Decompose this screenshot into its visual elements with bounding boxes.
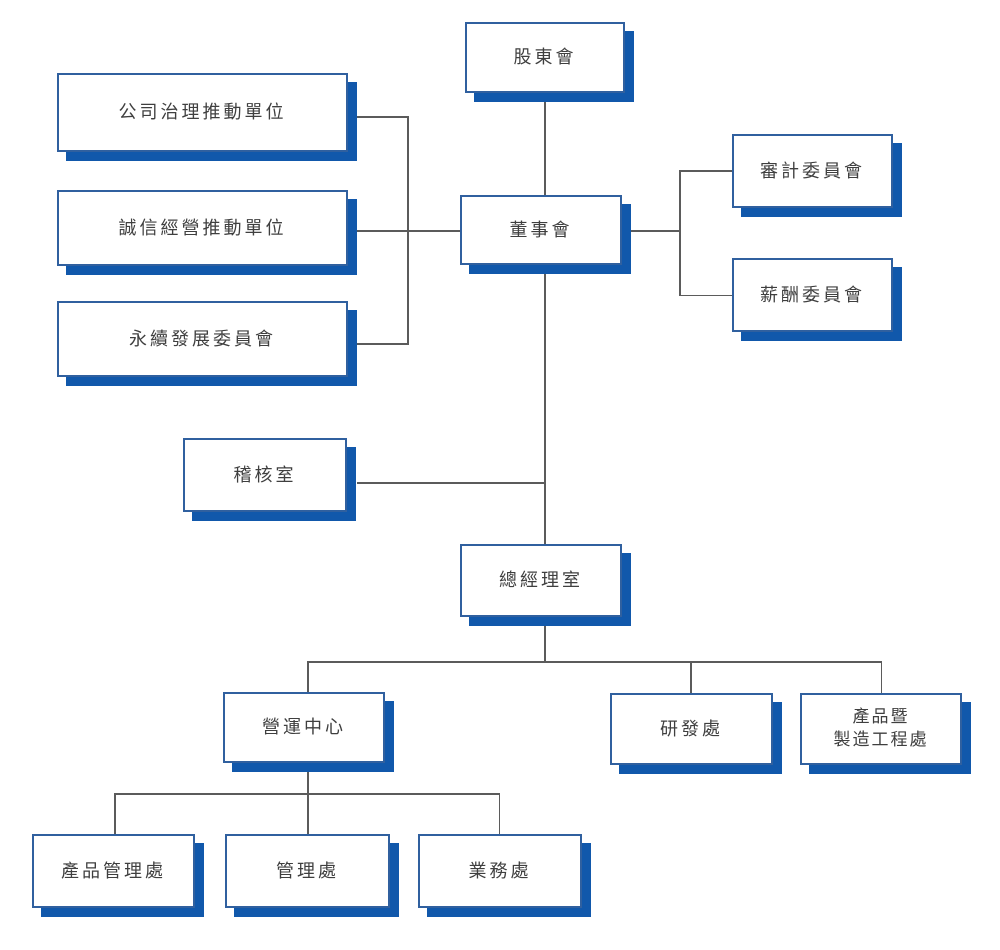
org-node-operations-center-label: 營運中心	[262, 717, 346, 738]
connector-stub-audit-committee	[679, 170, 732, 172]
connector-board-to-right-bus	[631, 230, 680, 232]
connector-drop-operations-center	[307, 661, 309, 692]
connector-right-vertical-bus	[679, 170, 681, 296]
org-node-president-office-label: 總經理室	[499, 570, 583, 591]
org-node-product-mfg-engineering-label-line1: 產品暨	[852, 707, 910, 727]
org-node-product-mfg-engineering-label-line2: 製造工程處	[833, 730, 929, 749]
connector-shareholders-to-board	[544, 101, 546, 195]
org-node-compensation-committee-label: 薪酬委員會	[760, 284, 865, 305]
connector-division-bus	[307, 661, 882, 663]
connector-drop-product-mfg	[880, 661, 882, 693]
org-node-audit-committee: 審計委員會	[732, 134, 893, 208]
connector-drop-product-management	[114, 793, 116, 834]
connector-operations-to-bus	[307, 772, 309, 794]
org-node-rd-division: 研發處	[610, 693, 773, 765]
org-node-integrity: 誠信經營推動單位	[57, 190, 348, 266]
org-node-sales: 業務處	[418, 834, 582, 908]
org-node-integrity-label: 誠信經營推動單位	[118, 217, 287, 238]
org-node-shareholders-label: 股東會	[513, 47, 577, 68]
org-node-compensation-committee: 薪酬委員會	[732, 258, 893, 332]
org-node-president-office: 總經理室	[460, 544, 622, 617]
org-node-audit-office-label: 稽核室	[233, 464, 297, 485]
org-node-shareholders: 股東會	[465, 22, 625, 93]
connector-board-to-president	[544, 274, 546, 544]
org-node-product-management-label: 產品管理處	[61, 860, 166, 881]
org-node-rd-division-label: 研發處	[660, 718, 723, 739]
org-node-sustainability-label: 永續發展委員會	[129, 328, 276, 349]
connector-drop-management	[307, 793, 309, 834]
org-node-product-mfg-engineering: 產品暨 製造工程處	[800, 693, 962, 765]
org-node-board: 董事會	[460, 195, 622, 265]
connector-drop-rd-division	[690, 661, 692, 693]
connector-stub-sustainability	[357, 343, 408, 345]
org-node-sustainability: 永續發展委員會	[57, 301, 348, 377]
org-node-operations-center: 營運中心	[223, 692, 385, 763]
org-node-audit-committee-label: 審計委員會	[760, 160, 865, 181]
org-node-audit-office: 稽核室	[183, 438, 347, 512]
connector-stub-audit-office	[357, 482, 545, 484]
connector-stub-corp-governance	[357, 116, 408, 118]
org-node-management-label: 管理處	[276, 860, 339, 881]
connector-president-to-bus	[544, 626, 546, 662]
org-node-management: 管理處	[225, 834, 390, 908]
connector-stub-compensation-committee	[679, 294, 732, 296]
org-node-corp-governance-label: 公司治理推動單位	[118, 102, 287, 123]
org-node-board-label: 董事會	[509, 219, 573, 240]
connector-stub-integrity-to-board	[357, 230, 460, 232]
org-node-product-management: 產品管理處	[32, 834, 195, 908]
org-node-sales-label: 業務處	[468, 860, 532, 881]
org-node-corp-governance: 公司治理推動單位	[57, 73, 348, 152]
connector-drop-sales	[498, 793, 500, 834]
